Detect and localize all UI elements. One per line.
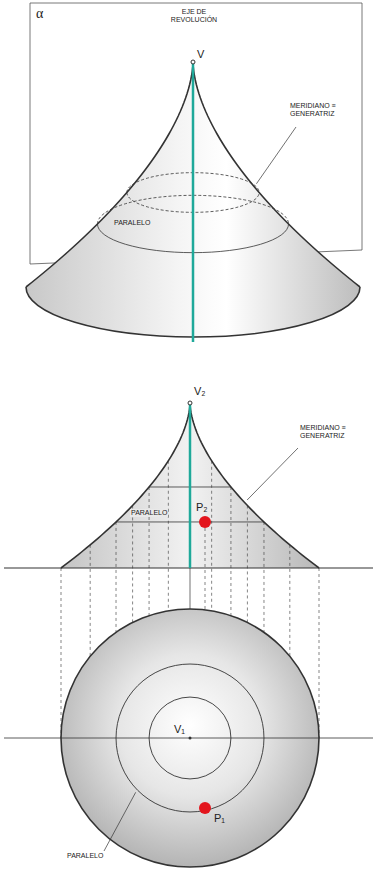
- parallel-label: PARALELO: [130, 509, 168, 517]
- plane-name: α: [36, 6, 43, 22]
- point-label: P₁: [214, 812, 225, 825]
- parallel-label: PARALELO: [66, 852, 104, 860]
- vertex-label: V: [197, 48, 204, 61]
- vertex-label: V₁: [174, 723, 185, 736]
- surface-plan: [4, 609, 373, 867]
- parallel-label: PARALELO: [114, 219, 150, 227]
- vertex-label: V₂: [194, 385, 206, 398]
- surface-perspective: [26, 60, 360, 342]
- point-label: P₂: [196, 501, 208, 514]
- meridian-label: MERIDIANO ≡ GENERATRIZ: [290, 102, 352, 118]
- meridian-label: MERIDIANO ≡ GENERATRIZ: [300, 424, 362, 440]
- axis-label: EJE DE REVOLUCIÓN: [163, 8, 225, 24]
